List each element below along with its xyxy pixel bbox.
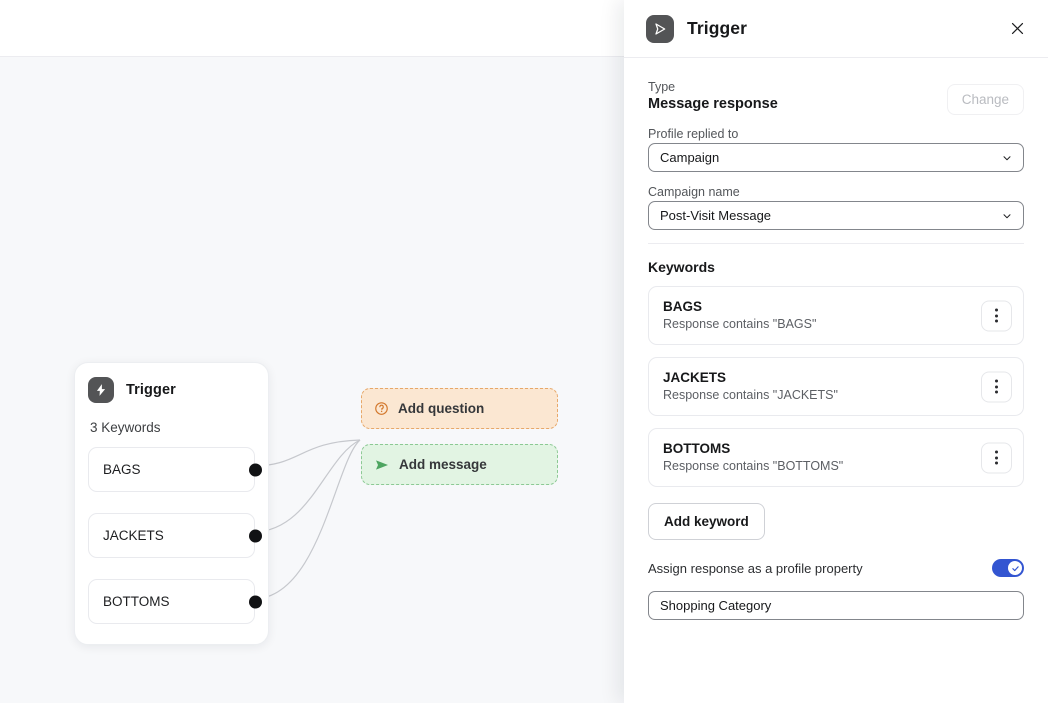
keywords-section-title: Keywords [648,259,715,275]
assign-property-row: Assign response as a profile property [648,559,1024,577]
type-block: Type Message response [648,80,778,127]
add-question-label: Add question [398,401,485,416]
keyword-description: Response contains "JACKETS" [663,388,838,402]
panel-header: Trigger [624,0,1048,58]
profile-replied-to-label: Profile replied to [648,127,739,141]
type-value: Message response [648,96,778,112]
trigger-keyword-pill[interactable]: JACKETS [88,513,262,558]
campaign-name-select[interactable]: Post-Visit Message [648,201,1024,230]
section-divider [648,243,1024,244]
keyword-name: JACKETS [663,370,727,385]
trigger-keyword-list: BAGS JACKETS BOTTOMS [88,447,262,624]
keyword-description: Response contains "BOTTOMS" [663,459,844,473]
assign-property-label: Assign response as a profile property [648,560,863,576]
trigger-keyword-pill[interactable]: BAGS [88,447,262,492]
panel-body: Type Message response Change Profile rep… [624,58,1048,703]
campaign-name-value: Post-Visit Message [660,208,772,223]
keyword-name: BAGS [663,299,703,314]
profile-property-input[interactable]: Shopping Category [648,591,1024,620]
send-play-icon [646,14,674,43]
keyword-menu-button[interactable] [981,442,1012,473]
keyword-menu-button[interactable] [981,371,1012,402]
connector-dot[interactable] [248,529,262,542]
trigger-keyword-label: JACKETS [103,528,164,543]
trigger-side-panel: Trigger Type Message response Change Pro… [624,0,1048,703]
profile-replied-to-select[interactable]: Campaign [648,143,1024,172]
keyword-card[interactable]: BOTTOMS Response contains "BOTTOMS" [648,428,1024,487]
panel-title: Trigger [687,18,748,38]
trigger-keyword-label: BOTTOMS [103,594,170,609]
profile-property-value: Shopping Category [660,598,772,613]
trigger-node-title: Trigger [126,382,176,398]
trigger-keyword-pill[interactable]: BOTTOMS [88,579,262,624]
keyword-name: BOTTOMS [663,441,731,456]
keyword-menu-button[interactable] [981,300,1012,331]
toggle-check-icon [1008,561,1022,575]
change-type-button[interactable]: Change [946,84,1024,115]
connector-dot[interactable] [248,595,262,608]
add-question-button[interactable]: Add question [361,388,558,429]
keyword-card[interactable]: BAGS Response contains "BAGS" [648,286,1024,345]
connector-dot[interactable] [248,463,262,476]
type-label: Type [648,80,676,94]
add-message-label: Add message [399,457,487,472]
profile-replied-to-value: Campaign [660,150,720,165]
chevron-down-icon [1001,210,1013,222]
chevron-down-icon [1001,152,1013,164]
add-keyword-button[interactable]: Add keyword [648,503,765,540]
assign-property-toggle[interactable] [992,559,1024,577]
send-plane-icon [374,457,390,473]
keyword-card[interactable]: JACKETS Response contains "JACKETS" [648,357,1024,416]
trigger-node-header: Trigger [88,375,255,403]
question-circle-icon [374,401,389,416]
keyword-description: Response contains "BAGS" [663,317,817,331]
trigger-node[interactable]: Trigger 3 Keywords BAGS JACKETS BOTTOMS [74,362,269,645]
close-icon[interactable] [1003,15,1031,43]
flow-canvas[interactable]: Trigger 3 Keywords BAGS JACKETS BOTTOMS [0,57,624,703]
trigger-keyword-label: BAGS [103,462,141,477]
trigger-node-subtitle: 3 Keywords [90,420,161,435]
lightning-bolt-icon [88,377,114,403]
canvas-topbar [0,0,624,57]
add-message-button[interactable]: Add message [361,444,558,485]
campaign-name-label: Campaign name [648,185,740,199]
type-row: Type Message response Change [648,80,1024,127]
